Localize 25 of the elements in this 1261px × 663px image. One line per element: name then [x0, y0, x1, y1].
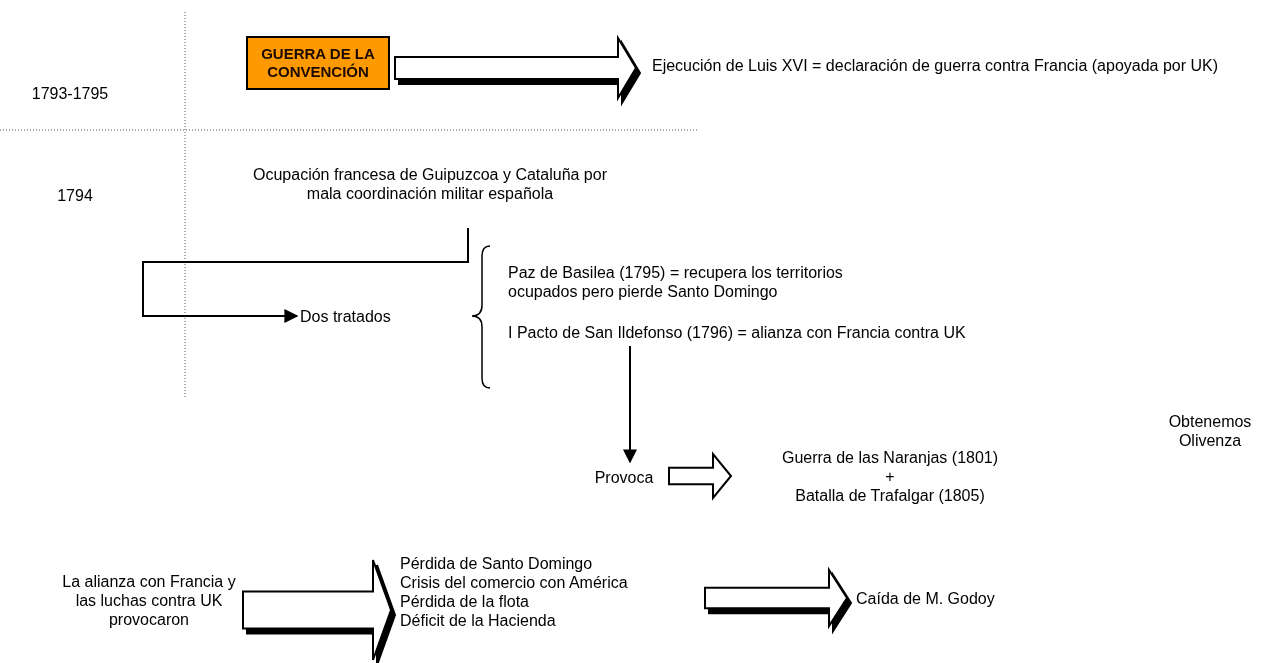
- block-arrow: [242, 559, 397, 663]
- arrow: [142, 227, 469, 323]
- label-text: 1793-1795: [30, 84, 110, 103]
- node-text: Crisis del comercio con América: [400, 573, 628, 592]
- block-arrow: [704, 566, 853, 635]
- node-text: Batalla de Trafalgar (1805): [795, 485, 985, 505]
- node-text: Pérdida de la flota: [400, 592, 529, 611]
- node-text: +: [885, 466, 895, 486]
- node-text: Pérdida de Santo Domingo: [400, 554, 593, 573]
- node-text: Paz de Basilea (1795) = recupera los territorios ocupados pero pierde Santo Domingo: [508, 260, 908, 304]
- label-text: Obtenemos Olivenza: [1167, 412, 1253, 450]
- node-text: Caída de M. Godoy: [856, 587, 1016, 609]
- block-arrow: [394, 34, 642, 107]
- node-text: Guerra de las Naranjas (1801): [781, 447, 999, 467]
- node-text: Ocupación francesa de Guipuzcoa y Cataluña por mala coordinación militar española: [240, 160, 620, 208]
- arrow: [623, 345, 637, 464]
- block-arrow: [668, 451, 733, 501]
- node-text: Dos tratados: [300, 305, 418, 327]
- node-text: La alianza con Francia y las luchas contra UK provocaron: [60, 567, 238, 633]
- label-text: 1794: [56, 186, 94, 205]
- node-text: Déficit de la Hacienda: [400, 611, 556, 630]
- node-text: Provoca: [584, 466, 664, 488]
- node-text: Ejecución de Luis XVI = declaración de guerra contra Francia (apoyada por UK): [645, 44, 1225, 86]
- node-text: I Pacto de San Ildefonso (1796) = alianza con Francia contra UK: [508, 321, 1028, 343]
- title-box: GUERRA DE LA CONVENCIÓN: [246, 36, 390, 90]
